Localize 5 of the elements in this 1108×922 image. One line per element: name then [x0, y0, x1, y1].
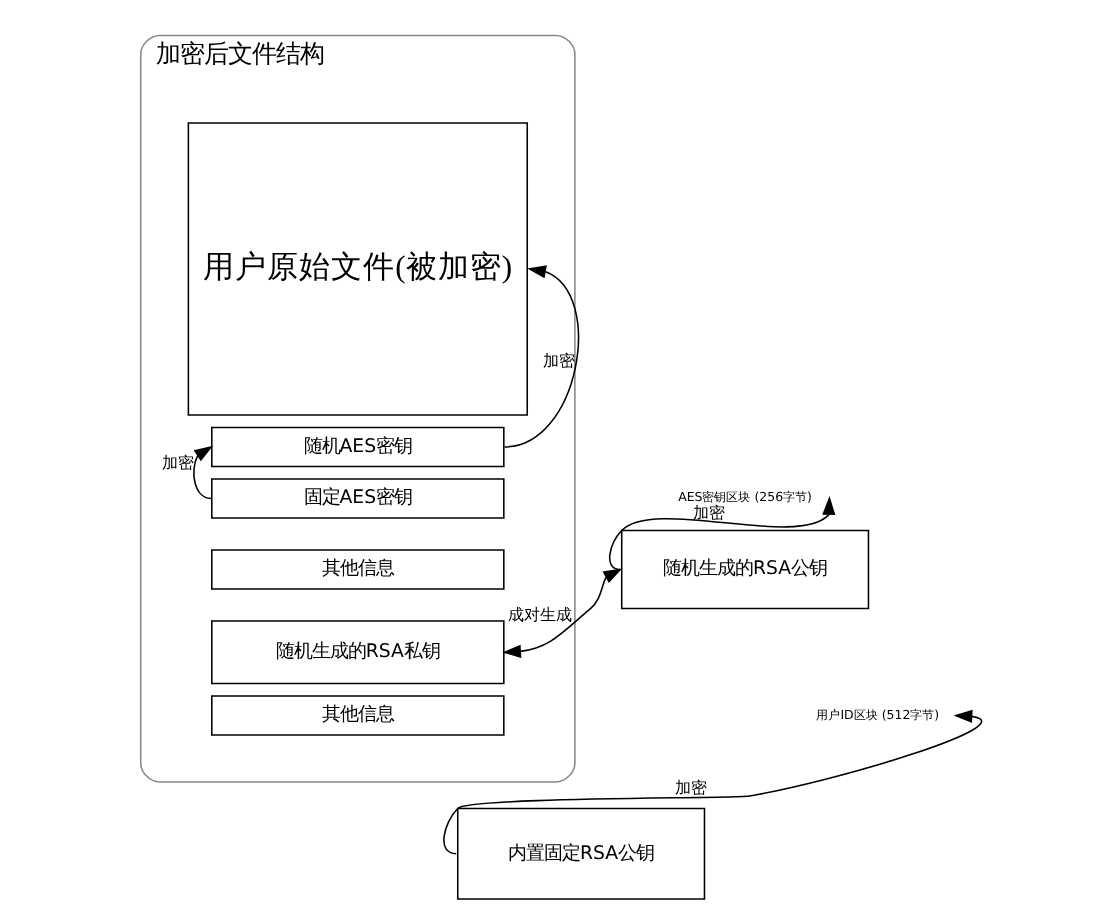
edge-label: 加密 [691, 504, 724, 523]
edge-label: 加密 [673, 778, 706, 797]
edge-label: 加密 [161, 454, 194, 473]
edge-label: 成对生成 [507, 606, 572, 625]
edge-label: 加密 [542, 352, 575, 371]
